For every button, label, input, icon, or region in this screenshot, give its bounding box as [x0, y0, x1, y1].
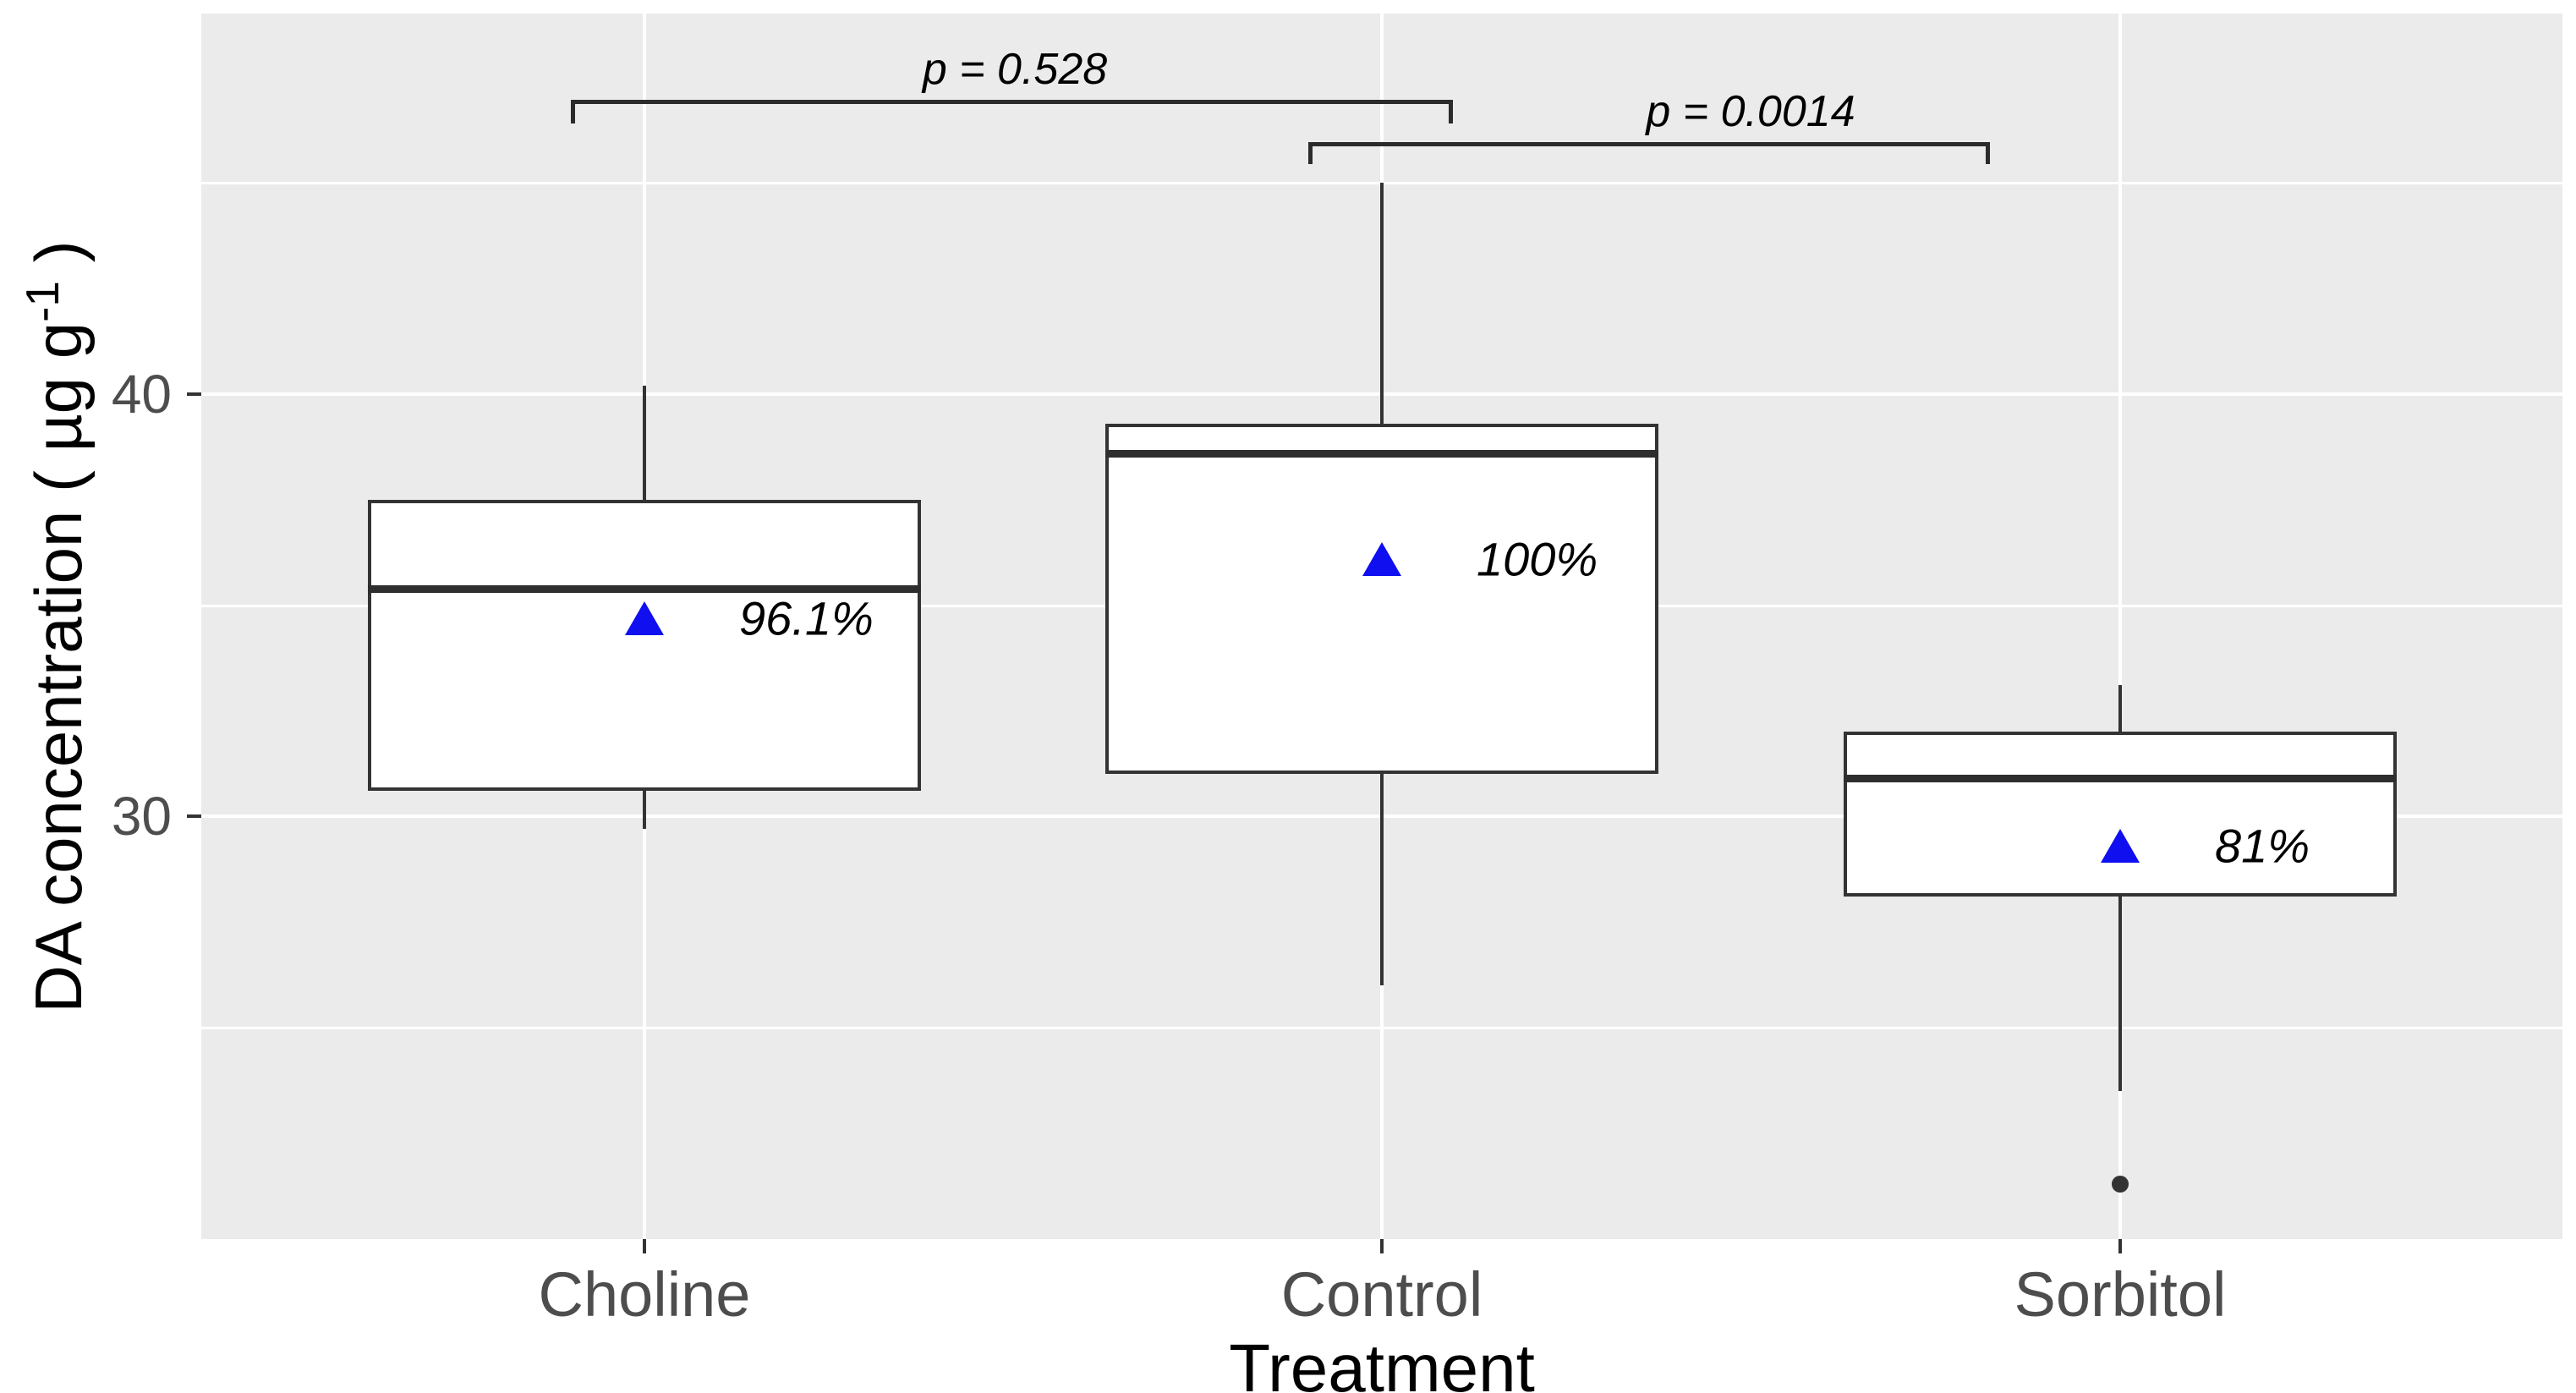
lower-whisker-choline [643, 791, 646, 830]
median-line-control [1105, 449, 1658, 458]
upper-whisker-control [1380, 182, 1384, 424]
mean-percent-label-sorbitol: 81% [2215, 819, 2310, 873]
significance-bracket-right-tick [1449, 100, 1453, 123]
box-sorbitol [1844, 732, 2397, 897]
y-axis-title-suffix: ) [21, 239, 96, 281]
y-axis-tick-40 [187, 392, 201, 396]
y-axis-title: DA concentration ( µg g-1 ) [15, 240, 97, 1012]
x-axis-tick-sorbitol [2118, 1239, 2122, 1253]
x-axis-tick-control [1380, 1239, 1384, 1253]
lower-whisker-sorbitol [2118, 897, 2122, 1092]
significance-bracket-left-tick [1308, 142, 1313, 164]
significance-bracket-right-tick [1986, 142, 1990, 164]
mean-marker-control [1362, 541, 1401, 576]
significance-bracket-bar [1308, 142, 1990, 146]
x-category-label-sorbitol: Sorbitol [2014, 1259, 2227, 1330]
y-tick-label-40: 40 [111, 363, 172, 425]
mean-marker-choline [625, 601, 664, 635]
upper-whisker-choline [643, 385, 646, 500]
y-tick-label-30: 30 [111, 786, 172, 847]
upper-whisker-sorbitol [2118, 685, 2122, 732]
p-value-label: p = 0.528 [922, 45, 1108, 94]
x-axis-tick-choline [643, 1239, 646, 1253]
box-control [1105, 423, 1658, 775]
mean-marker-sorbitol [2101, 829, 2140, 864]
median-line-sorbitol [1844, 775, 2397, 783]
p-value-label: p = 0.0014 [1646, 87, 1855, 136]
lower-whisker-control [1380, 774, 1384, 986]
x-axis-title: Treatment [1229, 1330, 1535, 1393]
x-category-label-control: Control [1280, 1259, 1483, 1330]
box-choline [368, 499, 921, 792]
mean-percent-label-choline: 96.1% [739, 591, 874, 644]
mean-percent-label-control: 100% [1477, 532, 1598, 586]
median-line-choline [368, 584, 921, 593]
significance-bracket-left-tick [571, 100, 575, 123]
y-axis-title-superscript: -1 [16, 280, 69, 322]
x-major-gridline [2118, 14, 2122, 1239]
y-axis-title-prefix: DA concentration ( µg g [21, 321, 96, 1013]
x-category-label-choline: Choline [538, 1259, 751, 1330]
significance-bracket-bar [571, 100, 1453, 104]
y-axis-tick-30 [187, 814, 201, 819]
outlier-point-sorbitol [2112, 1176, 2129, 1193]
